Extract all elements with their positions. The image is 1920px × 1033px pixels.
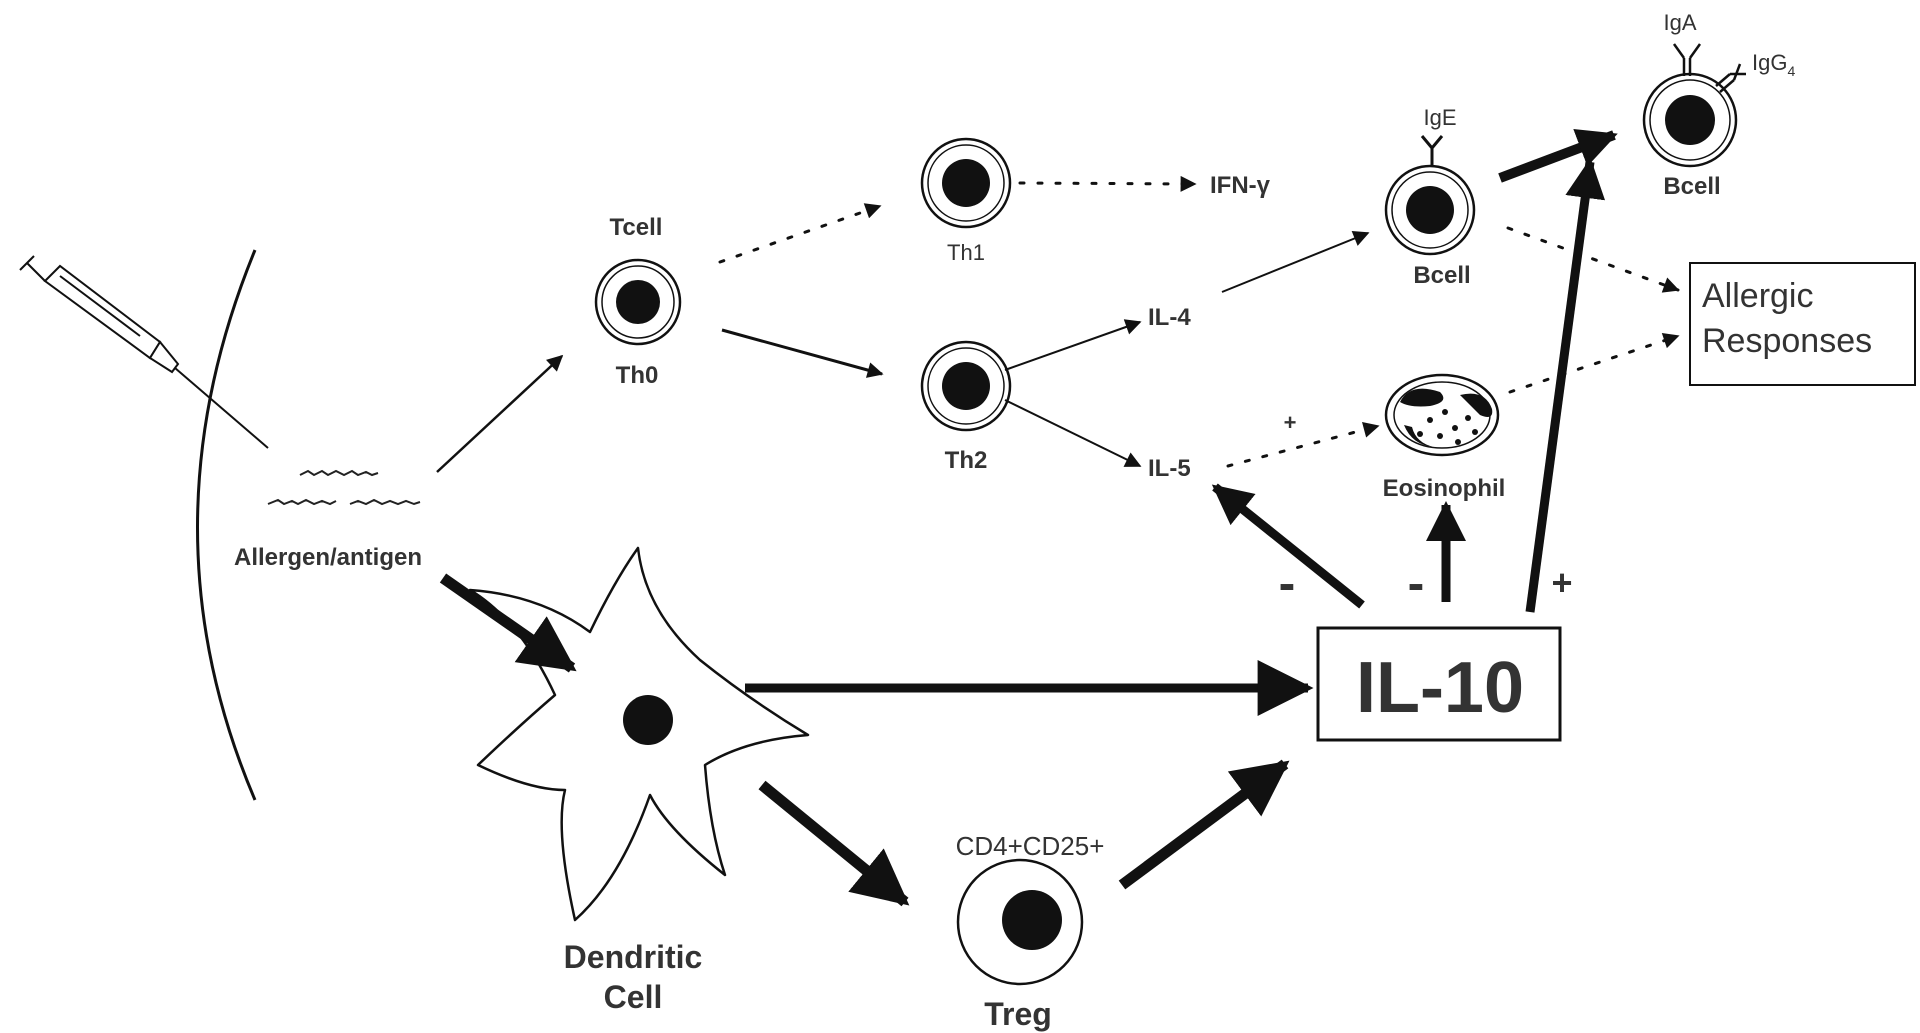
il5-label: IL-5 [1148,455,1191,482]
bcell-iga-igg4 [1642,72,1738,168]
minus-sign-eosinophil: - [1408,555,1425,611]
syringe-icon [19,255,269,449]
iga-label: IgA [1663,10,1696,35]
allergen-particles-icon [267,469,421,506]
arrow-dendritic-to-treg [758,780,910,907]
th1-label: Th1 [947,240,985,265]
arrow-il10-inhibits-il5 [1211,483,1365,609]
allergic-responses-line2: Responses [1702,322,1872,360]
allergic-responses-box: Allergic Responses [1689,262,1916,386]
dendritic-cell-label-line2: Cell [604,979,663,1015]
arrow-th0-to-th2 [721,328,884,378]
arrow-eosinophil-to-allergic [1508,332,1680,394]
arrow-bcell-to-allergic [1506,226,1680,293]
allergic-responses-line1: Allergic [1702,277,1813,315]
minus-sign-il5: - [1279,555,1296,611]
il5-plus-sign: + [1284,410,1297,435]
ige-label: IgE [1423,105,1456,130]
tissue-boundary [196,249,257,801]
ifn-gamma-label: IFN-γ [1210,172,1271,199]
bcell-top-label: Bcell [1663,173,1720,200]
eosinophil-label: Eosinophil [1383,475,1506,502]
tcell-label: Tcell [610,214,663,241]
eosinophil-cell [1384,373,1500,457]
igg4-antibody-icon [1715,63,1746,93]
th2-cell [920,340,1012,432]
arrow-bcell-to-bcell-switch [1498,128,1618,183]
igg4-label: IgG4 [1752,50,1795,79]
th0-label: Th0 [616,362,659,389]
th2-label: Th2 [945,447,988,474]
igg4-main: IgG [1752,50,1787,75]
dendritic-cell [468,546,810,922]
th1-cell [920,137,1012,229]
arrow-il5-to-eosinophil [1226,421,1380,468]
th0-tcell [594,258,682,346]
arrow-th1-to-ifn [1018,175,1197,192]
iga-antibody-icon [1672,43,1702,76]
arrow-allergen-to-dendritic [439,573,577,673]
arrow-allergen-to-th0 [436,354,564,473]
arrow-th2-to-il4 [1004,319,1142,371]
arrow-th2-to-il5 [1004,399,1142,467]
arrow-il10-stimulates-bcell [1525,158,1606,613]
il10-box: IL-10 [1316,626,1562,742]
treg-cell [956,858,1084,986]
arrow-th0-to-th1 [718,203,882,264]
il10-label: IL-10 [1356,648,1524,728]
arrow-treg-to-il10 [1118,759,1290,890]
dendritic-cell-label-line1: Dendritic [564,939,703,975]
ige-antibody-icon [1420,135,1444,166]
treg-marker-label: CD4+CD25+ [956,831,1105,861]
bcell-ige [1384,164,1476,256]
arrow-il4-to-bcell [1221,230,1370,293]
igg4-subscript: 4 [1787,63,1795,79]
il4-label: IL-4 [1148,304,1191,331]
treg-label: Treg [984,996,1052,1032]
plus-sign-bcell: + [1551,562,1572,603]
bcell-mid-label: Bcell [1413,262,1470,289]
allergen-label: Allergen/antigen [234,544,422,571]
